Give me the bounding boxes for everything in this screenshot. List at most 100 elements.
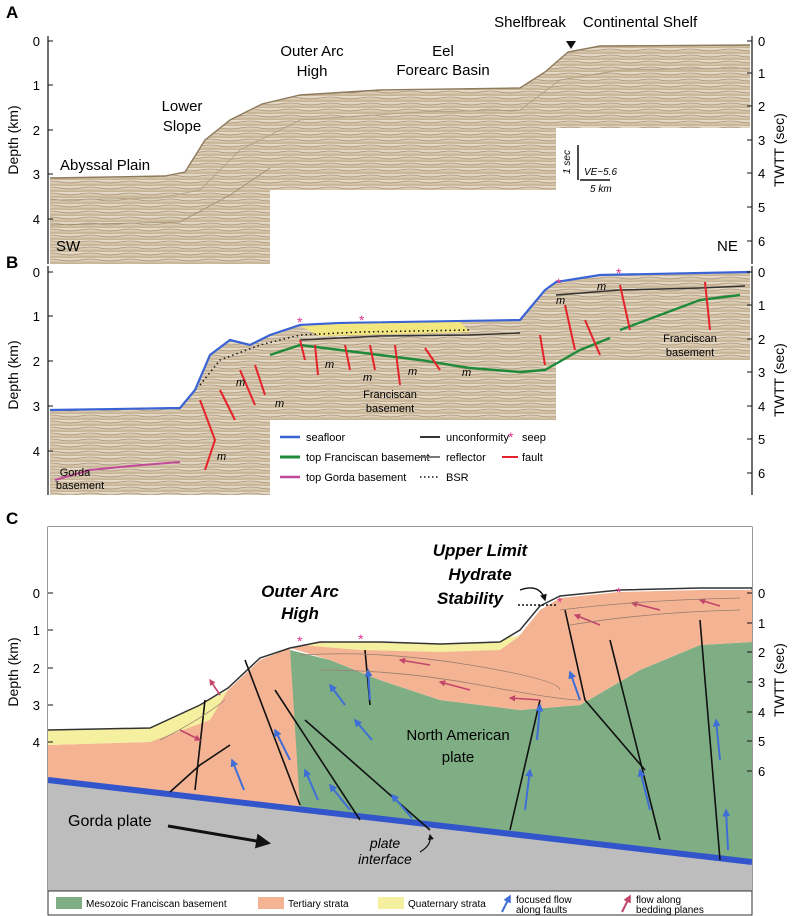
svg-text:*: * (297, 633, 303, 649)
panel-c-twtt-tick-6: 6 (758, 764, 765, 779)
outer-arc-label-1: Outer Arc (261, 582, 339, 601)
panel-a-twtt-tick-4: 4 (758, 166, 765, 181)
scale-ve: VE~5.6 (584, 167, 618, 178)
panel-a-depth-tick-3: 3 (33, 167, 40, 182)
shelfbreak-marker (566, 41, 576, 49)
label-continental-shelf: Continental Shelf (583, 14, 698, 31)
franciscan-right-2: basement (666, 347, 714, 359)
panel-b-depth-tick-0: 0 (33, 265, 40, 280)
panel-a-scale-bar: 1 sec VE~5.6 5 km (562, 145, 618, 195)
panel-b-depth-tick-3: 3 (33, 399, 40, 414)
panel-c-faults (169, 609, 721, 861)
panel-b-twtt-tick-6: 6 (758, 466, 765, 481)
panel-b-twtt-tick-1: 1 (758, 298, 765, 313)
panel-b-twtt-tick-4: 4 (758, 399, 765, 414)
hydrate-label-2: Hydrate (448, 565, 511, 584)
svg-text:m: m (275, 398, 284, 410)
plate-interface-line (47, 777, 753, 865)
panel-b-depth-tick-2: 2 (33, 354, 40, 369)
svg-text:m: m (217, 451, 226, 463)
legend-focused-flow-1: focused flow (516, 895, 572, 906)
panel-b-twtt-label: TWTT (sec) (771, 343, 787, 417)
panel-a-seismic-image (49, 44, 751, 264)
panel-a-twtt-tick-6: 6 (758, 234, 765, 249)
panel-c-twtt-tick-3: 3 (758, 675, 765, 690)
north-american-label-2: plate (442, 749, 475, 766)
panel-c-twtt-label: TWTT (sec) (771, 643, 787, 717)
legend-seep-icon: * (508, 429, 514, 445)
legend-focused-flow-icon (501, 894, 511, 913)
panel-b-depth-label: Depth (km) (5, 340, 21, 409)
panel-b-twtt-tick-3: 3 (758, 365, 765, 380)
label-lower-1: Lower (162, 98, 203, 115)
panel-a-letter: A (6, 3, 18, 22)
panel-a-twtt-tick-0: 0 (758, 34, 765, 49)
panel-b-faults (199, 281, 711, 471)
legend-unconformity: unconformity (446, 432, 509, 444)
hydrate-label-3: Stability (437, 589, 505, 608)
panel-c-twtt-tick-4: 4 (758, 705, 765, 720)
label-outer-arc-1: Outer Arc (280, 43, 344, 60)
legend-top-franciscan: top Franciscan basement (306, 452, 430, 464)
legend-franciscan-swatch (56, 897, 82, 909)
legend-tertiary: Tertiary strata (288, 899, 349, 910)
panel-a-twtt-tick-2: 2 (758, 99, 765, 114)
panel-c-flow-arrows (230, 668, 731, 851)
legend-top-gorda: top Gorda basement (306, 472, 406, 484)
gorda-plate-area (48, 780, 752, 891)
svg-text:m: m (408, 366, 417, 378)
legend-bsr: BSR (446, 472, 469, 484)
panel-b-legend: seafloor unconformity * seep top Francis… (270, 420, 556, 495)
gorda-basement-1: Gorda (60, 467, 91, 479)
franciscan-right-1: Franciscan (663, 333, 717, 345)
panel-c-twtt-tick-5: 5 (758, 734, 765, 749)
north-american-label-1: North American (406, 727, 509, 744)
panel-b-seeps: * * * * (297, 265, 622, 330)
panel-a-twtt-label: TWTT (sec) (771, 113, 787, 187)
panel-c-bedding-arrows (179, 598, 721, 741)
panel-b-depth-tick-1: 1 (33, 309, 40, 324)
panel-b-depth-ticks: 0 1 2 3 4 (33, 265, 53, 459)
legend-tertiary-swatch (258, 897, 284, 909)
label-eel-1: Eel (432, 43, 454, 60)
franciscan-basement-2: basement (366, 403, 414, 415)
panel-b-letter: B (6, 253, 18, 272)
scale-time: 1 sec (562, 150, 573, 174)
seafloor-line (49, 270, 751, 412)
svg-text:*: * (359, 312, 365, 328)
panel-c-legend: Mesozoic Franciscan basement Tertiary st… (47, 890, 753, 916)
gorda-basement-2: basement (56, 480, 104, 492)
outer-arc-label-2: High (281, 604, 319, 623)
panel-c-seeps: * * * * (297, 584, 622, 649)
panel-c-depth-tick-4: 4 (33, 735, 40, 750)
legend-quaternary-swatch (378, 897, 404, 909)
legend-seep: seep (522, 432, 546, 444)
svg-text:m: m (363, 372, 372, 384)
panel-a-depth-tick-1: 1 (33, 78, 40, 93)
panel-c-twtt-tick-1: 1 (758, 616, 765, 631)
panel-a-depth-label: Depth (km) (5, 105, 21, 174)
legend-seafloor: seafloor (306, 432, 345, 444)
panel-b-twtt-ticks: 0 1 2 3 4 5 6 (747, 265, 765, 481)
svg-text:m: m (597, 281, 606, 293)
svg-text:*: * (557, 594, 563, 610)
legend-focused-flow-2: along faults (516, 905, 567, 916)
panel-b-twtt-tick-0: 0 (758, 265, 765, 280)
svg-text:*: * (616, 584, 622, 600)
panel-c-twtt-tick-2: 2 (758, 645, 765, 660)
legend-reflector: reflector (446, 452, 486, 464)
panel-c-twtt-tick-0: 0 (758, 586, 765, 601)
plate-interface-label-2: interface (358, 851, 412, 867)
label-outer-arc-2: High (297, 63, 328, 80)
svg-text:m: m (236, 377, 245, 389)
svg-text:m: m (556, 295, 565, 307)
franciscan-basement-area (228, 642, 752, 862)
label-eel-2: Forearc Basin (396, 62, 489, 79)
legend-quaternary: Quaternary strata (408, 899, 486, 910)
plate-interface-label-1: plate (369, 835, 401, 851)
gorda-plate-label: Gorda plate (68, 813, 152, 830)
legend-bedding-flow-icon (621, 894, 631, 913)
label-sw: SW (56, 238, 81, 255)
panel-a: A 0 1 2 3 4 Depth (km) (5, 3, 787, 264)
hydrate-label: Upper Limit Hydrate Stability (433, 541, 556, 608)
